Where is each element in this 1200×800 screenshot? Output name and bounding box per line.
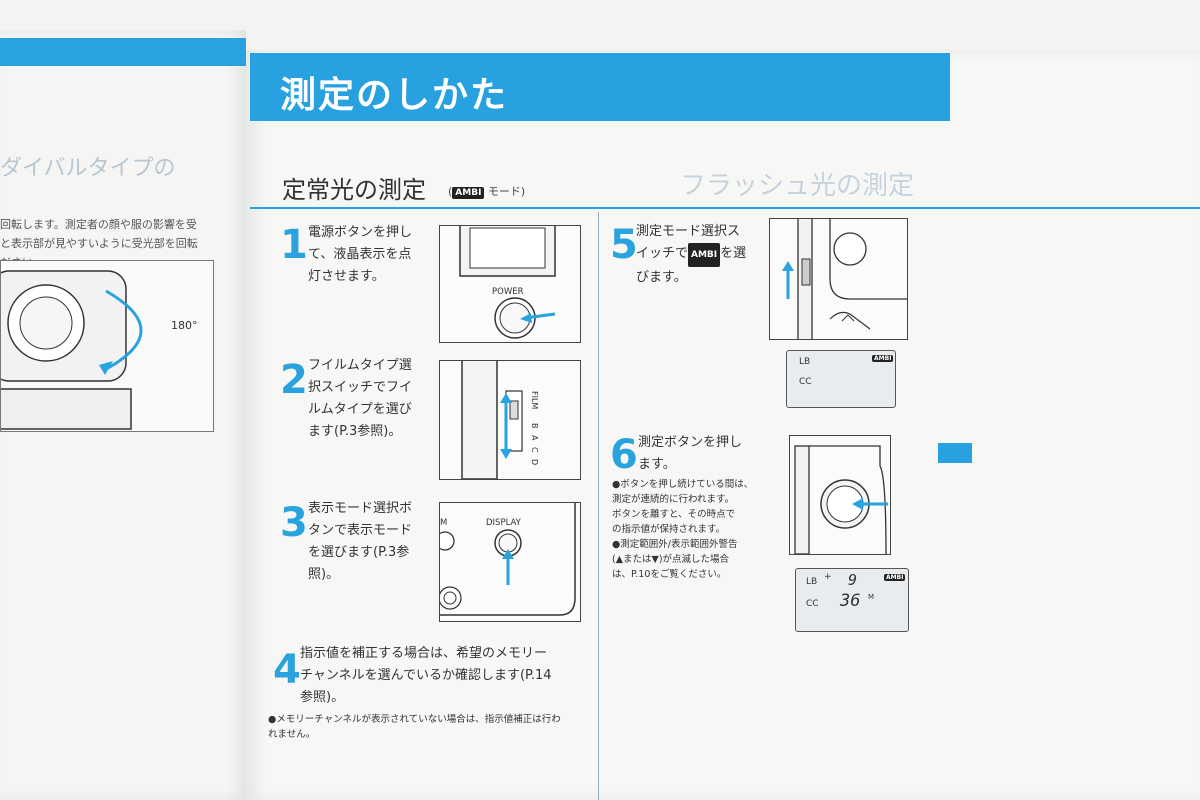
step-number: 4 bbox=[273, 647, 301, 693]
film-letter: D bbox=[530, 459, 539, 465]
step-2-text: フイルムタイプ選 択スイッチでフイ ルムタイプを選び ます(P.3参照)。 bbox=[308, 358, 413, 439]
title-bar bbox=[250, 53, 950, 121]
left-body-line: 回転します。測定者の顔や服の影響を受 bbox=[0, 218, 197, 231]
side-tab bbox=[938, 443, 972, 463]
left-body-text: 回転します。測定者の顔や服の影響を受 と表示部が見やすいように受光部を回転 ださ… bbox=[0, 215, 240, 272]
ambi-badge: AMBI bbox=[688, 243, 721, 267]
step-6-notes: ●ボタンを押し続けている間は、 測定が連続的に行われます。 ボタンを離すと、その… bbox=[612, 479, 754, 580]
section-rule bbox=[250, 207, 1200, 209]
film-switch-figure: FILM B A C D bbox=[439, 360, 581, 480]
step-4-text: 指示値を補正する場合は、希望のメモリー チャンネルを選んでいるか確認します(P.… bbox=[300, 646, 552, 705]
power-label: POWER bbox=[492, 287, 524, 297]
lcd-plus-sign: + bbox=[824, 572, 832, 582]
lcd-cc-value: 36 bbox=[840, 591, 861, 611]
display-side-label: M bbox=[440, 518, 447, 528]
column-divider bbox=[598, 212, 599, 800]
measure-button-figure bbox=[789, 435, 891, 555]
lcd-lb-value: 9 bbox=[848, 571, 858, 589]
step-6-text: 測定ボタンを押し ます。 bbox=[638, 435, 743, 472]
left-title-bar bbox=[0, 38, 246, 66]
angle-label: 180° bbox=[171, 319, 198, 332]
lcd-ambi-badge: AMBI bbox=[884, 574, 906, 581]
meter-rotation-illustration: 180° bbox=[1, 270, 198, 430]
lcd-display-2: LB + 9 AMBI CC 36 M bbox=[795, 568, 909, 632]
lcd-cc-label: CC bbox=[799, 377, 812, 387]
section-title: 定常光の測定 bbox=[282, 176, 426, 204]
ambi-badge: AMBI bbox=[452, 187, 485, 199]
ghost-heading: フラッシュ光の測定 bbox=[680, 171, 915, 201]
film-letter: C bbox=[530, 447, 539, 453]
step-number: 5 bbox=[610, 222, 638, 268]
left-body-line: と表示部が見やすいように受光部を回転 bbox=[0, 237, 198, 250]
step-number: 3 bbox=[280, 500, 308, 546]
power-figure: POWER bbox=[439, 225, 581, 343]
step-number: 2 bbox=[280, 357, 308, 403]
left-illustration: 180° bbox=[0, 260, 214, 432]
display-figure: M DISPLAY bbox=[439, 502, 581, 622]
page-title: 測定のしかた bbox=[280, 75, 509, 116]
lcd-ambi-badge: AMBI bbox=[872, 355, 894, 362]
step-number: 1 bbox=[280, 222, 308, 268]
left-heading: ダイバルタイプの bbox=[0, 156, 176, 181]
section-subtitle: (AMBI モード) bbox=[448, 185, 526, 199]
step-number: 6 bbox=[610, 432, 638, 478]
right-page bbox=[246, 50, 1200, 800]
lcd-cc-label: CC bbox=[806, 599, 819, 609]
lcd-lb-label: LB bbox=[806, 577, 818, 587]
lcd-unit: M bbox=[868, 593, 875, 601]
mode-switch-figure bbox=[769, 218, 908, 340]
film-label: FILM bbox=[530, 391, 539, 409]
step-4-note: ●メモリーチャンネルが表示されていない場合は、指示値補正は行わ れません。 bbox=[268, 714, 561, 740]
step-1-text: 電源ボタンを押し て、液晶表示を点 灯させます。 bbox=[308, 225, 413, 284]
lcd-display-1: LB AMBI CC bbox=[786, 350, 896, 408]
display-label: DISPLAY bbox=[486, 518, 522, 528]
film-letter: B bbox=[530, 423, 539, 429]
lcd-lb-label: LB bbox=[799, 357, 811, 367]
film-letter: A bbox=[530, 435, 539, 441]
step-3-text: 表示モード選択ボ タンで表示モード を選びます(P.3参 照)。 bbox=[308, 501, 413, 582]
